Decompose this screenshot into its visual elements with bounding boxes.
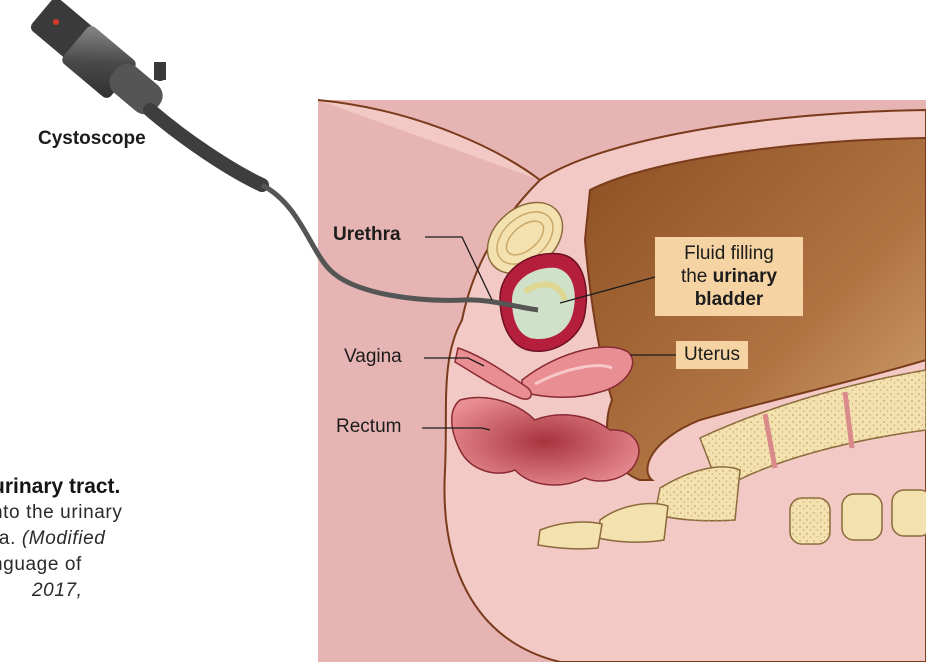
caption-line-2: ra. (Modified xyxy=(0,526,322,552)
figure-caption: urinary tract. nto the urinary ra. (Modi… xyxy=(0,474,322,604)
fluid-line-1: Fluid filling xyxy=(659,242,799,265)
caption-line-1: nto the urinary xyxy=(0,500,322,526)
caption-title: urinary tract. xyxy=(0,474,322,500)
label-fluid-filling-bladder: Fluid filling the urinary bladder xyxy=(655,237,803,316)
label-urethra: Urethra xyxy=(333,224,401,246)
fluid-line-3: bladder xyxy=(659,288,799,311)
fluid-line-2: the urinary xyxy=(659,265,799,288)
label-vagina: Vagina xyxy=(344,346,402,368)
label-cystoscope: Cystoscope xyxy=(38,128,146,150)
caption-line-4: 2017, xyxy=(0,578,322,604)
cystoscope-device xyxy=(29,0,262,185)
label-rectum: Rectum xyxy=(336,416,401,438)
caption-line-3: nguage of xyxy=(0,552,322,578)
label-uterus: Uterus xyxy=(676,341,748,369)
